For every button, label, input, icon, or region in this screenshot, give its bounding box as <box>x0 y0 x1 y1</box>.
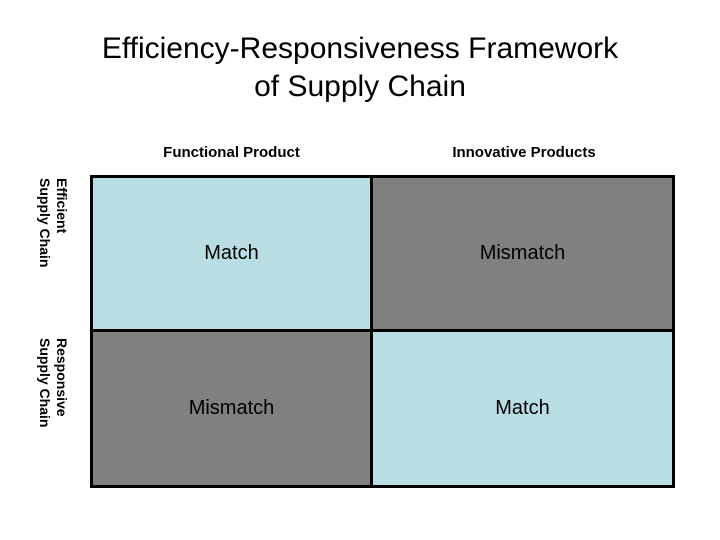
column-header-functional-product: Functional Product <box>163 144 300 161</box>
page-title-line-2: of Supply Chain <box>254 70 466 103</box>
row-label-efficient-line-2: Supply Chain <box>37 178 53 268</box>
page-title: Efficiency-Responsiveness Framework of S… <box>0 30 720 106</box>
row-label-responsive-supply-chain: Responsive Supply Chain <box>36 338 70 488</box>
matrix-cell-efficient-functional: Match <box>93 178 373 332</box>
row-label-responsive-line-1: Responsive <box>54 338 70 417</box>
column-header-innovative-products: Innovative Products <box>452 144 596 161</box>
matrix-cell-label: Match <box>204 242 259 264</box>
matrix-cell-label: Match <box>495 397 550 419</box>
row-label-responsive-line-2: Supply Chain <box>37 338 53 428</box>
matrix-cell-label: Mismatch <box>479 242 566 264</box>
matrix-cell-efficient-innovative: Mismatch <box>373 178 672 332</box>
matrix-cell-responsive-innovative: Match <box>373 332 672 485</box>
framework-matrix: Match Mismatch Mismatch Match <box>90 175 675 488</box>
page-title-line-1: Efficiency-Responsiveness Framework <box>101 32 619 65</box>
row-label-efficient-supply-chain: Efficient Supply Chain <box>36 178 70 328</box>
row-label-efficient-line-1: Efficient <box>54 178 70 234</box>
matrix-cell-label: Mismatch <box>188 397 275 419</box>
matrix-cell-responsive-functional: Mismatch <box>93 332 373 485</box>
